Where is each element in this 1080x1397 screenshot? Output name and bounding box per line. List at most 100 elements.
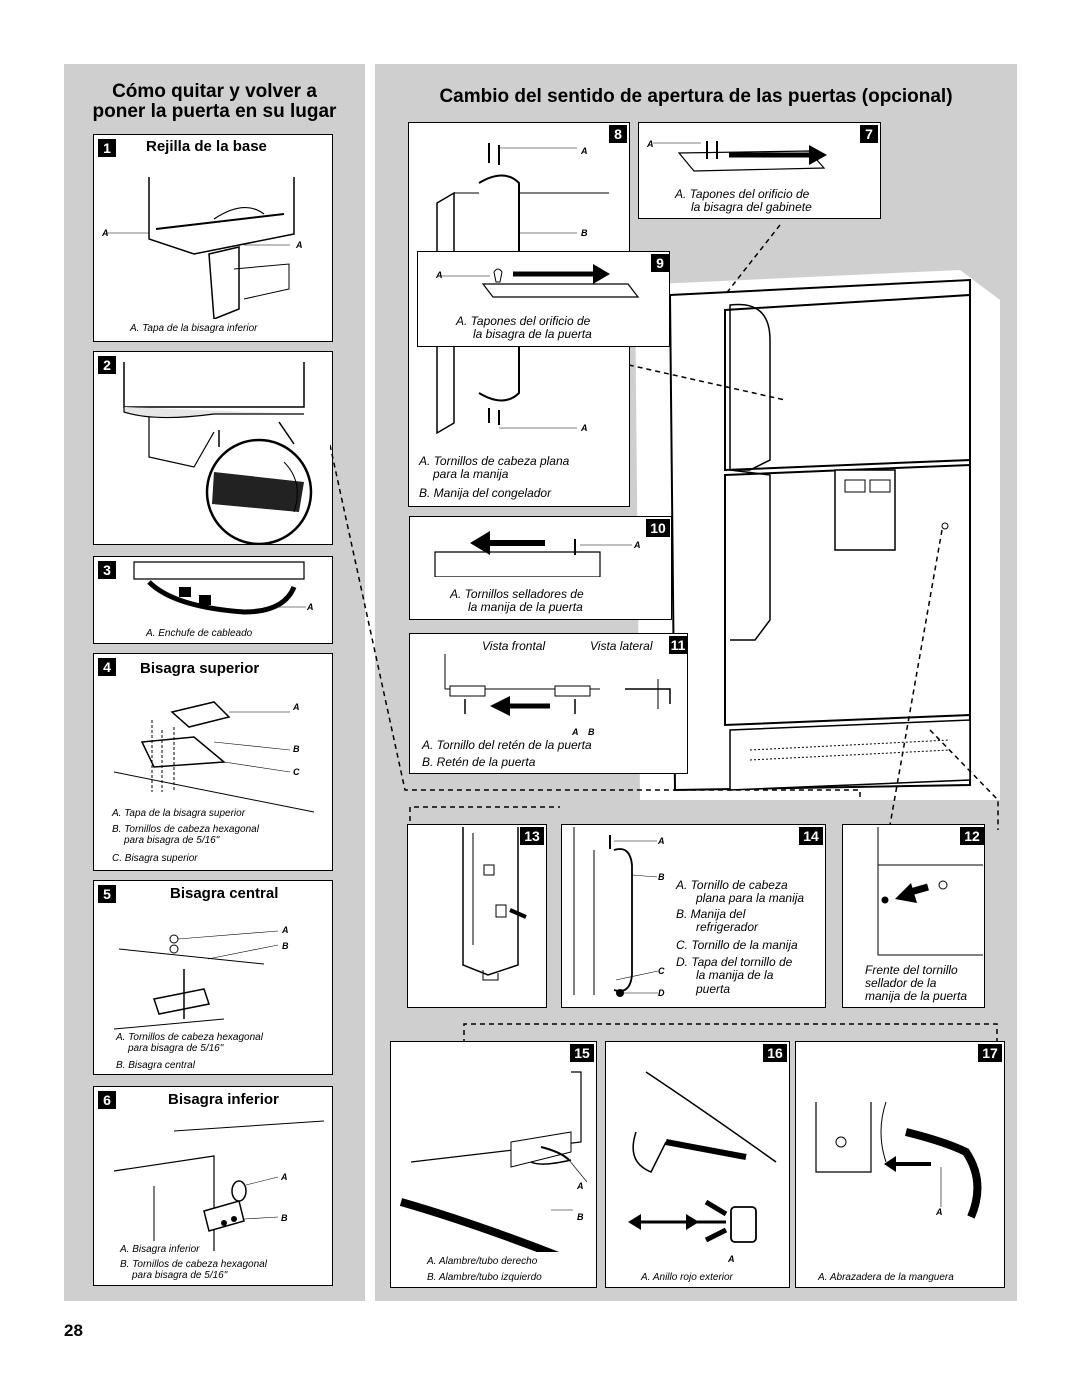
step-7-panel: 7 A A. Tapones del orificio de la bisagr… [638, 122, 881, 219]
door-removal-illustration [462, 827, 527, 981]
label-b: B [658, 872, 665, 882]
fridge-handle-illustration [573, 827, 659, 997]
caption: para bisagra de 5/16" [128, 1043, 224, 1054]
label-a: A [436, 270, 443, 280]
center-hinge-illustration [113, 930, 279, 1030]
right-title: Cambio del sentido de apertura de las pu… [439, 86, 953, 107]
caption: B. Alambre/tubo izquierdo [427, 1272, 542, 1283]
label-a: A [647, 139, 654, 149]
caption: la manija de la [696, 968, 774, 982]
step-3-panel: 3 A A. Enchufe de cableado [93, 556, 333, 644]
wiring-plug-illustration [133, 561, 306, 615]
caption: B. Manija del congelador [419, 486, 552, 500]
bottom-hinge-illustration [113, 1120, 325, 1251]
caption: C. Tornillo de la manija [676, 938, 798, 952]
step-number: 1 [98, 139, 116, 157]
label-c: C [658, 966, 665, 976]
step-title: Bisagra central [170, 885, 279, 902]
label-a: A [307, 602, 314, 612]
caption: A. Tapa de la bisagra superior [112, 808, 246, 819]
caption: C. Bisagra superior [112, 853, 198, 864]
label-a: A [281, 1172, 288, 1182]
step-17-panel: 17 A A. Abrazadera de la manguera [795, 1041, 1005, 1288]
label-a: A [634, 540, 641, 550]
step-number: 4 [98, 658, 116, 676]
step-number: 2 [98, 356, 116, 374]
left-title-line1: Cómo quitar y volver a [112, 81, 317, 102]
label-a: A [282, 925, 289, 935]
step-11-panel: 11 Vista frontal Vista lateral A B A. To… [409, 633, 688, 774]
caption: B. Retén de la puerta [422, 755, 536, 769]
caption: para bisagra de 5/16" [132, 1270, 228, 1281]
label-b: B [282, 941, 289, 951]
step-5-panel: 5 Bisagra central A B A. Tornillos de ca… [93, 880, 333, 1075]
caption: sellador de la [865, 976, 937, 990]
wiring-cover-illustration [123, 362, 313, 544]
label-b: B [581, 228, 588, 238]
step-number: 17 [978, 1044, 1002, 1062]
caption: A. Tapones del orificio de [456, 314, 591, 328]
top-hinge-illustration [113, 701, 315, 813]
caption: A. Tornillos selladores de [450, 587, 584, 601]
step-12-panel: 12 Frente del tornillo sellador de la ma… [842, 824, 985, 1008]
step-2-panel: 2 [93, 351, 333, 545]
water-tube-illustration [628, 1071, 777, 1243]
step-number: 12 [960, 827, 984, 845]
wire-connection-illustration [399, 1071, 588, 1252]
caption: A. Tornillos de cabeza hexagonal [116, 1032, 263, 1043]
caption: A. Tornillo del retén de la puerta [422, 738, 592, 752]
label-b: B [281, 1213, 288, 1223]
step-number: 15 [570, 1044, 594, 1062]
bottom-dashed-leader [463, 1023, 998, 1044]
screw-front-illustration [877, 827, 983, 956]
label-a: A [296, 240, 303, 250]
label-a: A [577, 1181, 584, 1191]
caption: B. Tornillos de cabeza hexagonal [112, 824, 259, 835]
label-a: A [572, 727, 579, 737]
step-9-panel: 9 A A. Tapones del orificio de la bisagr… [417, 251, 670, 347]
step-number: 8 [609, 125, 627, 143]
caption: A. Abrazadera de la manguera [818, 1272, 954, 1283]
step-1-panel: 1 Rejilla de la base A A A. Tapa de la b… [93, 134, 333, 342]
step-title: Bisagra inferior [168, 1091, 279, 1108]
left-title-line2: poner la puerta en su lugar [92, 101, 337, 122]
caption: refrigerador [696, 920, 759, 934]
caption: manija de la puerta [865, 989, 968, 1003]
caption: la bisagra del gabinete [691, 200, 812, 214]
step-number: 9 [651, 254, 669, 272]
step-number: 13 [520, 827, 544, 845]
label-a: A [581, 146, 588, 156]
step-number: 7 [860, 125, 878, 143]
step-4-panel: 4 Bisagra superior A B C A. Tapa de la b… [93, 653, 333, 871]
step-number: 14 [799, 827, 823, 845]
step-13-panel: 13 [407, 824, 547, 1008]
label-d: D [658, 988, 665, 998]
caption: la bisagra de la puerta [473, 327, 592, 341]
cabinet-plug-illustration [653, 141, 827, 172]
sealing-screw-illustration [434, 531, 632, 577]
caption: A. Tapa de la bisagra inferior [130, 323, 258, 334]
step-title: Rejilla de la base [146, 138, 267, 155]
label-a: A [102, 228, 109, 238]
step-10-panel: 10 A A. Tornillos selladores de la manij… [409, 516, 672, 620]
caption: para la manija [433, 467, 509, 481]
label-a: A [293, 702, 300, 712]
caption: plana para la manija [696, 891, 805, 905]
caption: B. Bisagra central [116, 1060, 195, 1071]
step-number: 5 [98, 885, 116, 903]
step-16-panel: 16 A A. Anillo rojo exterior [605, 1041, 790, 1288]
label-a: A [936, 1207, 943, 1217]
caption: puerta [696, 982, 731, 996]
side-view-label: Vista lateral [590, 639, 653, 653]
label-a: A [728, 1254, 735, 1264]
step-15-panel: 15 A B A. Alambre/tubo derecho B. Alambr… [390, 1041, 597, 1288]
caption: D. Tapa del tornillo de [676, 955, 793, 969]
label-b: B [588, 727, 595, 737]
label-b: B [577, 1212, 584, 1222]
door-plug-illustration [438, 264, 640, 298]
grille-illustration [106, 177, 295, 319]
caption: A. Bisagra inferior [120, 1244, 200, 1255]
step-title: Bisagra superior [140, 660, 260, 677]
label-b: B [293, 744, 300, 754]
caption: B. Tornillos de cabeza hexagonal [120, 1259, 267, 1270]
